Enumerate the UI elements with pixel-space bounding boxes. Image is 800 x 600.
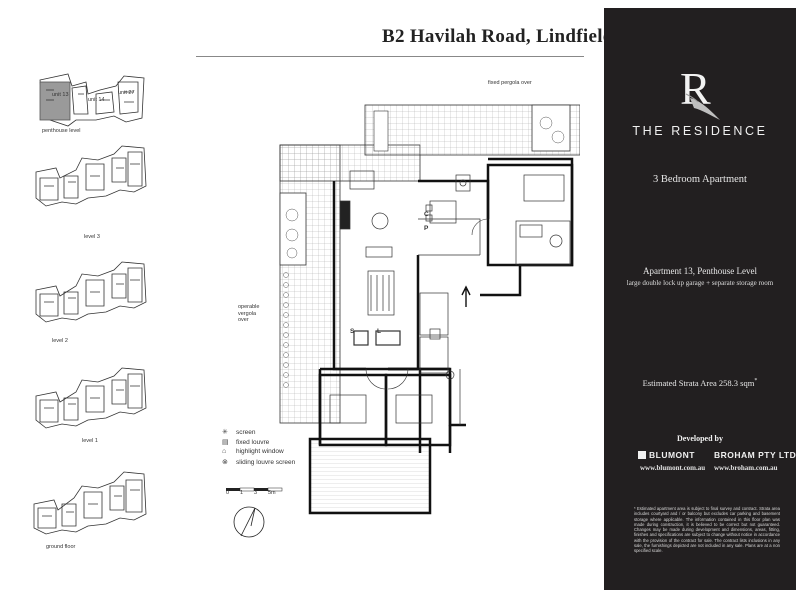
legend-fixed-louvre: ▤fixed louvre [222,439,270,446]
thumb-label-level2: level 2 [52,338,68,344]
label-c: C [424,211,429,218]
label-operable-vergola: operable vergola over [238,304,260,323]
residence-name: THE RESIDENCE [632,124,768,138]
floor-plan [279,104,580,515]
blumont-logo: BLUMONT [638,450,695,460]
thumb-penthouse [39,73,145,127]
scale-bar [226,487,283,492]
broham-logo: BROHAM PTY LTD [714,450,797,460]
page-title: B2 Havilah Road, Lindfield [382,26,614,47]
thumb-level3 [35,145,147,207]
level-thumbnails [33,73,147,535]
highlight-window-icon: ⌂ [222,448,227,455]
strata-area: Estimated Strata Area 258.3 sqm* [642,378,758,388]
thumb-label-unit14: unit 14 [88,97,105,103]
sliding-louvre-icon: ⊗ [222,459,228,466]
west-terrace [279,144,341,424]
apartment-number: Apartment 13, Penthouse Level [643,266,757,276]
garage-info: large double lock up garage + separate s… [626,279,774,287]
scale-tick-1: 1 [240,490,244,496]
screen-icon: ✳ [222,429,228,436]
blumont-url[interactable]: www.blumont.com.au [640,464,706,472]
thumb-label-unit13: unit 13 [52,92,69,98]
residence-logo: R [680,63,720,120]
thumb-label-level3: level 3 [84,234,100,240]
thumb-ground [33,471,147,535]
thumb-level1 [35,367,147,429]
label-s: S [350,328,355,335]
label-p: P [424,225,429,232]
scale-tick-3: 3 [254,490,258,496]
developed-by-label: Developed by [677,434,723,443]
thumb-level2 [35,261,147,323]
thumb-label-penthouse: penthouse level [42,128,81,134]
title-rule [196,56,584,57]
legend-sliding-louvre: ⊗sliding louvre screen [222,459,296,466]
thumb-label-ground: ground floor [46,544,76,550]
broham-url[interactable]: www.broham.com.au [714,464,778,472]
label-fixed-pergola: fixed pergola over [488,80,532,86]
south-balcony [308,437,432,515]
scale-tick-0: 0 [226,490,230,496]
bedroom-type: 3 Bedroom Apartment [653,174,747,185]
thumb-label-unit27: unit 27 [118,90,135,96]
label-l: L [377,328,381,335]
blumont-icon [638,451,646,459]
scale-tick-5m: 5m [268,490,276,496]
legend-screen: ✳screen [222,429,256,436]
fixed-louvre-icon: ▤ [222,439,229,446]
info-panel: R THE RESIDENCE 3 Bedroom Apartment Apar… [604,8,796,590]
legend-highlight-window: ⌂highlight window [222,448,284,455]
north-arrow-icon [233,506,265,538]
thumb-label-level1: level 1 [82,438,98,444]
disclaimer-text: * Estimated apartment area is subject to… [634,506,780,554]
